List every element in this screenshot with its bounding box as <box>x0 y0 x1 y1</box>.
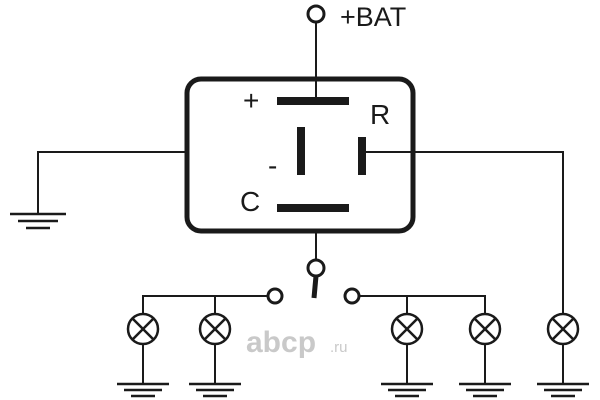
r-output-wire <box>366 151 564 320</box>
lamp-1 <box>126 312 160 346</box>
right-lamp-bus <box>359 295 486 314</box>
lamp-5 <box>546 312 580 346</box>
lamp-4 <box>468 312 502 346</box>
positive-label: + <box>243 85 259 116</box>
switch-lever <box>311 275 319 299</box>
positive-plate <box>277 97 349 105</box>
switch-common-terminal <box>306 258 326 278</box>
r-contact-plate <box>358 137 366 175</box>
ground-symbol-lamp-5 <box>537 382 589 398</box>
terminal-r-label: R <box>370 99 390 130</box>
ground-symbol-lamp-1 <box>117 382 169 398</box>
battery-label: +BAT <box>340 2 406 32</box>
lamp-3 <box>390 312 424 346</box>
watermark-main: abcp <box>246 326 316 359</box>
ground-symbol-lamp-4 <box>459 382 511 398</box>
battery-terminal <box>306 4 326 24</box>
negative-label: - <box>268 150 277 181</box>
negative-plate <box>297 127 305 175</box>
ground-symbol-lamp-2 <box>189 382 241 398</box>
watermark-suffix: .ru <box>330 339 348 356</box>
ground-symbol-lamp-3 <box>381 382 433 398</box>
lamp-2 <box>198 312 232 346</box>
terminal-c-label: C <box>240 186 260 217</box>
c-plate <box>277 204 349 212</box>
ground-symbol-left <box>10 212 66 230</box>
left-lamp-bus <box>142 295 268 314</box>
switch-left-terminal <box>266 287 284 305</box>
ground-wire-left <box>37 151 187 214</box>
switch-right-terminal <box>343 287 361 305</box>
